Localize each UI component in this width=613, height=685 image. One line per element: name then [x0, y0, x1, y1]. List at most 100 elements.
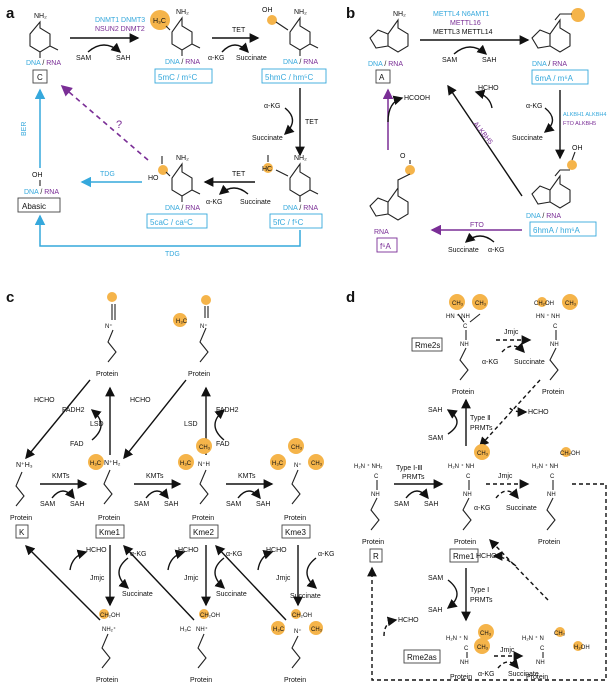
- arrow-sam-sah: [145, 488, 169, 500]
- arrow-sam-sah: [87, 42, 122, 53]
- cofactor-akg: α-KG: [130, 551, 147, 558]
- protein-label: Protein: [96, 677, 118, 684]
- node-rme2s: CH₃ CH₃ HN ⁺ NH C NH Protein Rme2s: [411, 294, 488, 396]
- protein-label: Protein: [192, 515, 214, 522]
- carbon-highlight: [199, 609, 209, 619]
- side-chain: [457, 313, 481, 381]
- enzyme-jmjc: Jmjc: [504, 329, 519, 336]
- carbon-label: C: [550, 474, 555, 480]
- panel-label-a: a: [6, 5, 15, 22]
- na-label: DNA / RNA: [283, 59, 318, 66]
- cofactor-succinate: Succinate: [508, 671, 539, 678]
- cofactor-fadh2: FADH2: [216, 407, 239, 414]
- arrow-hcho: [167, 549, 186, 571]
- enzyme-lsd: LSD: [90, 421, 104, 428]
- methyl-label: H₃C: [176, 319, 188, 325]
- cofactor-fad: FAD: [70, 441, 84, 448]
- cofactor-hcho: HCHO: [34, 397, 55, 404]
- na-label: DNA / RNA: [165, 59, 200, 66]
- node-label: f⁶A: [380, 242, 392, 251]
- label-box: [403, 649, 441, 664]
- methyl-highlight: [308, 454, 324, 470]
- side-chain: [107, 304, 117, 363]
- node-rme2as-hydroxymethyl: CH₃ H₂OH H₂N ⁺ N C NH Protein: [522, 627, 590, 681]
- cofactor-akg: α-KG: [482, 359, 499, 366]
- node-label: 5mC / m⁵C: [158, 73, 198, 82]
- cofactor-sah: SAH: [164, 501, 178, 508]
- enzyme-tet: TET: [305, 119, 319, 126]
- protein-label: Protein: [526, 674, 548, 681]
- amine-label: NH₂: [176, 155, 189, 162]
- enzyme-dnmt: DNMT1 DNMT3: [95, 17, 145, 24]
- enzyme-kmts: KMTs: [146, 473, 164, 480]
- purine-ring: [531, 151, 576, 209]
- arrow-sam-sah: [446, 579, 458, 609]
- carbon-highlight: [201, 295, 211, 305]
- carbon-highlight: [405, 165, 415, 175]
- label-box: [261, 68, 327, 84]
- arrow-akg: [118, 557, 130, 589]
- nh-label: NH: [547, 492, 556, 498]
- hydroxymethyl-label: CH₂OH: [534, 301, 554, 307]
- arrow-akg: [497, 658, 519, 670]
- carbon-label: C: [463, 324, 468, 330]
- methyl-label: CH₃: [554, 631, 566, 637]
- cofactor-sah: SAH: [256, 501, 270, 508]
- side-chain: [291, 635, 301, 669]
- label-box: [281, 524, 311, 539]
- hydroxyl-label: OH: [262, 7, 273, 14]
- node-rme2s-hydroxymethyl: CH₂OH CH₃ HN ⁺ NH C NH Protein: [534, 294, 578, 396]
- arrow-hcho-loss-5: [215, 544, 287, 621]
- hydroxymethyl-label: H₂OH: [574, 645, 590, 651]
- carbon-highlight: [267, 15, 277, 25]
- node-rme2as: CH₃ CH₃ H₂N ⁺ N C NH Protein Rme2as: [403, 624, 494, 681]
- panel-d: d CH₃ CH₃ HN ⁺ NH C NH Protein Rme2s CH₂…: [346, 289, 607, 681]
- panel-label-c: c: [6, 289, 14, 306]
- label-box: [269, 213, 323, 229]
- methyl-highlight: [270, 454, 286, 470]
- side-chain: [199, 306, 209, 363]
- cofactor-sah: SAH: [424, 501, 438, 508]
- arrow-hcho: [474, 89, 493, 109]
- node-lysine: N⁺H₃ Protein K: [10, 462, 33, 539]
- methyl-label: CH₃: [199, 445, 211, 451]
- nh-label: NH: [460, 342, 469, 348]
- protein-label: Protein: [98, 515, 120, 522]
- enzyme-mettl4: METTL4 N6AMT1: [433, 11, 490, 18]
- side-chain: [462, 480, 472, 531]
- methyl-label: H₃C: [153, 18, 166, 25]
- arrow-unknown: [60, 84, 149, 161]
- amine-label: N⁺: [294, 462, 302, 469]
- enzyme-mettl16: METTL16: [450, 20, 481, 27]
- side-chain: [101, 633, 111, 669]
- arrow-hcho-loss-rme2as: [489, 538, 549, 601]
- protein-label: Protein: [452, 389, 474, 396]
- cofactor-fad: FAD: [216, 441, 230, 448]
- enzyme-type1: Type Ⅰ: [470, 587, 489, 594]
- side-chain: [103, 469, 113, 505]
- arrow-akg: [306, 557, 318, 589]
- amine-label: NH₂: [34, 13, 47, 20]
- node-cytosine: NH₂ DNA / RNA C: [26, 13, 61, 84]
- cofactor-succinate: Succinate: [448, 247, 479, 254]
- methyl-label: CH₃: [311, 461, 323, 467]
- carbon-highlight: [567, 160, 577, 170]
- cofactor-akg: α-KG: [318, 551, 335, 558]
- enzyme-ber: BER: [21, 122, 28, 136]
- hydroxyl-label: OH: [572, 145, 583, 152]
- node-label: 6mA / m⁶A: [535, 74, 574, 83]
- cofactor-succinate: Succinate: [514, 359, 545, 366]
- carbon-highlight: [99, 609, 109, 619]
- protein-label: Protein: [96, 371, 118, 378]
- enzyme-nsun: NSUN2 DNMT2: [95, 26, 145, 33]
- node-label: 6hmA / hm⁶A: [533, 226, 581, 235]
- arrow-hcho: [257, 550, 274, 571]
- node-label: A: [379, 73, 385, 82]
- arrow-akg: [543, 107, 555, 133]
- node-label: R: [373, 552, 379, 561]
- node-5fc: HC NH₂ DNA / RNA 5fC / f⁵C: [262, 155, 323, 229]
- label-box: [369, 548, 383, 563]
- arrow-alkbh5: [447, 84, 523, 197]
- methyl-highlight: [571, 8, 585, 22]
